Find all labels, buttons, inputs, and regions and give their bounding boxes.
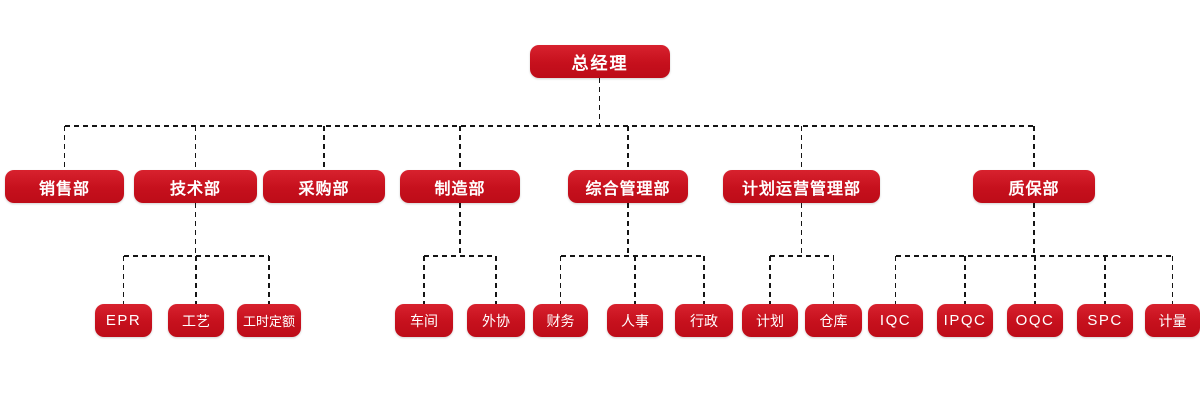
node-metrology[interactable]: 计量 [1145, 304, 1200, 337]
connector-line [1033, 126, 1035, 170]
connector-line [598, 78, 600, 126]
connector-line [627, 203, 629, 256]
connector-line [964, 256, 966, 304]
connector-line [800, 126, 803, 170]
node-purchasing-dept[interactable]: 采购部 [263, 170, 385, 203]
node-planning[interactable]: 计划 [742, 304, 798, 337]
connector-line [634, 256, 636, 304]
node-technology-dept[interactable]: 技术部 [134, 170, 257, 203]
node-finance[interactable]: 财务 [533, 304, 588, 337]
connector-line [122, 256, 125, 304]
connector-line [627, 126, 629, 170]
connector-line [195, 256, 197, 304]
node-epr[interactable]: EPR [95, 304, 152, 337]
node-ipqc[interactable]: IPQC [937, 304, 993, 337]
connector-line [894, 256, 897, 304]
connector-line [424, 255, 496, 257]
connector-line [560, 255, 704, 257]
node-quality-assurance-dept[interactable]: 质保部 [973, 170, 1095, 203]
connector-line [495, 256, 497, 304]
node-workshop[interactable]: 车间 [395, 304, 453, 337]
node-labor-hour-quota[interactable]: 工时定额 [237, 304, 301, 337]
connector-line [423, 256, 425, 304]
node-oqc[interactable]: OQC [1007, 304, 1063, 337]
node-warehouse[interactable]: 仓库 [805, 304, 862, 337]
connector-line [1034, 256, 1036, 304]
node-general-manager[interactable]: 总经理 [530, 45, 670, 78]
connector-line [832, 256, 835, 304]
node-hr[interactable]: 人事 [607, 304, 663, 337]
connector-line [459, 203, 461, 256]
connector-line [769, 256, 771, 304]
node-outsourcing[interactable]: 外协 [467, 304, 525, 337]
node-admin[interactable]: 行政 [675, 304, 733, 337]
connector-line [63, 126, 66, 170]
node-process[interactable]: 工艺 [168, 304, 224, 337]
connector-line [1171, 256, 1174, 304]
connector-line [194, 126, 197, 170]
connector-line [800, 203, 803, 256]
connector-line [1104, 256, 1106, 304]
connector-line [770, 255, 834, 257]
node-general-management-dept[interactable]: 综合管理部 [568, 170, 688, 203]
node-manufacturing-dept[interactable]: 制造部 [400, 170, 520, 203]
connector-line [64, 125, 1034, 127]
connector-line [323, 126, 325, 170]
connector-line [459, 126, 461, 170]
connector-line [1033, 203, 1035, 256]
connector-line [268, 256, 270, 304]
connector-line [895, 255, 1173, 257]
connector-line [194, 203, 197, 256]
node-planning-operations-dept[interactable]: 计划运营管理部 [723, 170, 880, 203]
node-iqc[interactable]: IQC [868, 304, 923, 337]
connector-line [559, 256, 562, 304]
connector-line [703, 256, 705, 304]
node-sales-dept[interactable]: 销售部 [5, 170, 124, 203]
node-spc[interactable]: SPC [1077, 304, 1133, 337]
